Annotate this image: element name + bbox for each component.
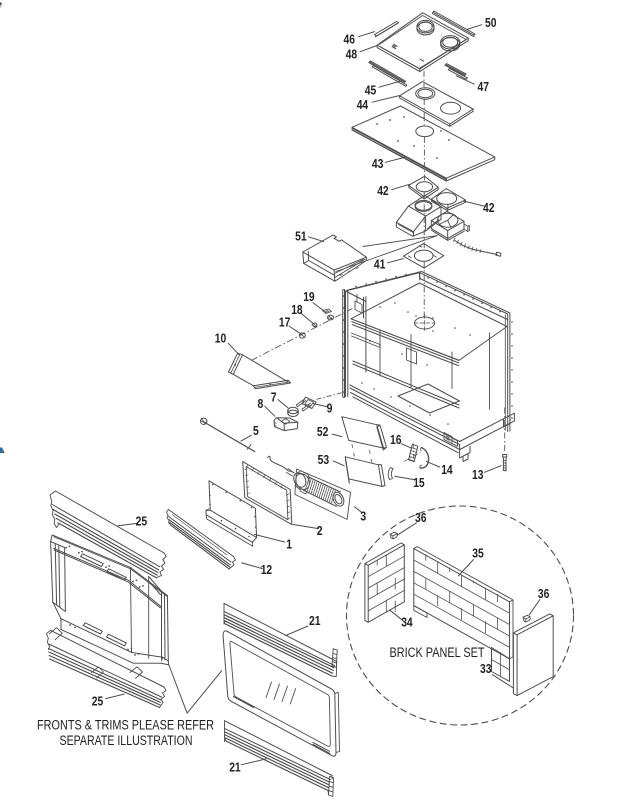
svg-text:25: 25: [136, 513, 148, 528]
svg-text:5: 5: [253, 423, 259, 438]
svg-text:19: 19: [303, 289, 315, 304]
svg-text:FRONTS & TRIMS PLEASE REFER: FRONTS & TRIMS PLEASE REFER: [37, 718, 214, 733]
svg-text:SEPARATE ILLUSTRATION: SEPARATE ILLUSTRATION: [60, 733, 193, 748]
svg-text:42: 42: [377, 183, 389, 198]
svg-text:51: 51: [295, 228, 307, 243]
svg-text:45: 45: [365, 83, 377, 98]
svg-text:BRICK PANEL SET: BRICK PANEL SET: [390, 645, 485, 660]
svg-text:15: 15: [413, 475, 425, 490]
svg-text:44: 44: [357, 97, 369, 112]
svg-text:2: 2: [317, 523, 323, 538]
svg-text:53: 53: [318, 452, 330, 467]
svg-text:42: 42: [483, 200, 495, 215]
svg-text:16: 16: [390, 432, 402, 447]
svg-text:17: 17: [279, 315, 291, 330]
svg-text:48: 48: [346, 47, 358, 62]
svg-text:18: 18: [291, 302, 303, 317]
svg-text:14: 14: [441, 462, 453, 477]
svg-text:8: 8: [258, 396, 264, 411]
svg-text:1: 1: [286, 536, 292, 551]
svg-text:47: 47: [478, 79, 490, 94]
svg-text:50: 50: [485, 15, 497, 30]
svg-text:36: 36: [415, 510, 427, 525]
svg-text:9: 9: [327, 400, 333, 415]
svg-text:21: 21: [309, 613, 321, 628]
svg-text:35: 35: [472, 546, 484, 561]
svg-text:7: 7: [271, 390, 277, 405]
svg-text:33: 33: [480, 661, 492, 676]
svg-text:13: 13: [472, 467, 484, 482]
svg-text:46: 46: [344, 32, 356, 47]
svg-text:10: 10: [215, 331, 227, 346]
svg-text:25: 25: [92, 693, 104, 708]
svg-text:21: 21: [229, 760, 241, 775]
svg-text:43: 43: [372, 156, 384, 171]
svg-text:12: 12: [261, 562, 273, 577]
svg-text:34: 34: [401, 614, 413, 629]
svg-text:3: 3: [360, 509, 366, 524]
svg-text:52: 52: [317, 424, 329, 439]
svg-text:41: 41: [374, 257, 386, 272]
svg-text:36: 36: [538, 586, 550, 601]
